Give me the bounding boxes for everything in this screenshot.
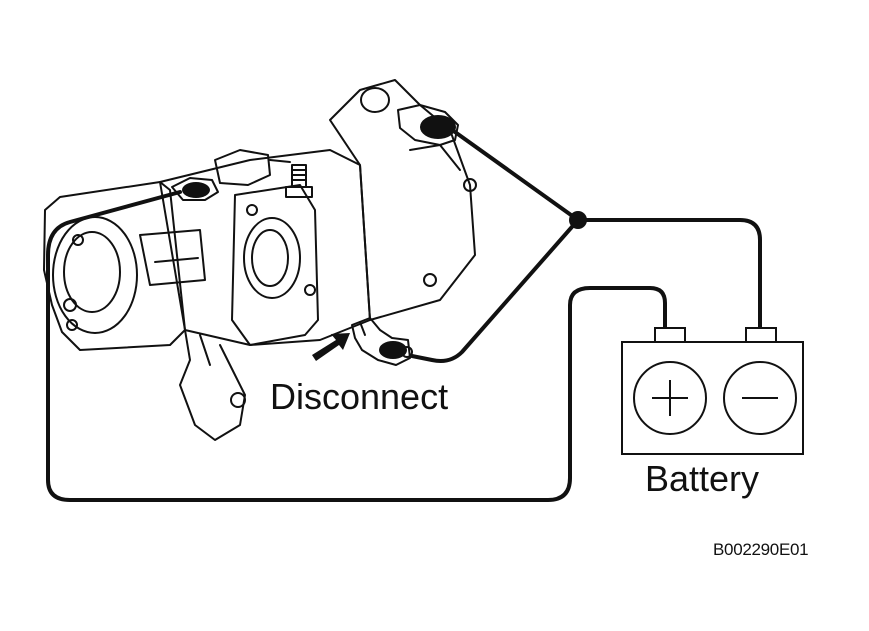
starter-yoke xyxy=(159,149,371,346)
disconnected-terminal-clip xyxy=(351,317,411,366)
solenoid-boot-fill xyxy=(420,115,456,139)
cable-junction-to-clip xyxy=(410,218,580,363)
battery-negative-post xyxy=(745,327,777,343)
battery-positive-terminal xyxy=(633,361,707,435)
starter-motor xyxy=(43,79,477,441)
starter-end-cap xyxy=(52,216,138,334)
cable-to-battery-positive xyxy=(46,190,667,502)
figure-code: B002290E01 xyxy=(713,540,809,559)
battery-negative-terminal xyxy=(723,361,797,435)
cable-solenoid-to-junction xyxy=(453,130,580,222)
solenoid-terminal-boot xyxy=(397,104,459,146)
terminal-bolt xyxy=(285,164,313,198)
disconnect-arrow xyxy=(312,333,350,361)
disconnect-label: Disconnect xyxy=(270,376,449,417)
upper-boot-fill xyxy=(182,182,210,198)
solenoid xyxy=(329,79,476,321)
battery-positive-post xyxy=(654,327,686,343)
clip-boot-fill xyxy=(379,341,407,359)
cable-junction-to-battery-negative xyxy=(576,218,762,334)
bracket-hole xyxy=(230,392,246,408)
starter-lower-bracket xyxy=(179,329,246,441)
wire-connector xyxy=(214,149,271,186)
battery xyxy=(621,327,804,455)
starter-drive-housing xyxy=(231,184,319,346)
junction-dot xyxy=(569,211,587,229)
battery-label: Battery xyxy=(645,458,760,499)
upper-lead-boot xyxy=(171,177,219,201)
